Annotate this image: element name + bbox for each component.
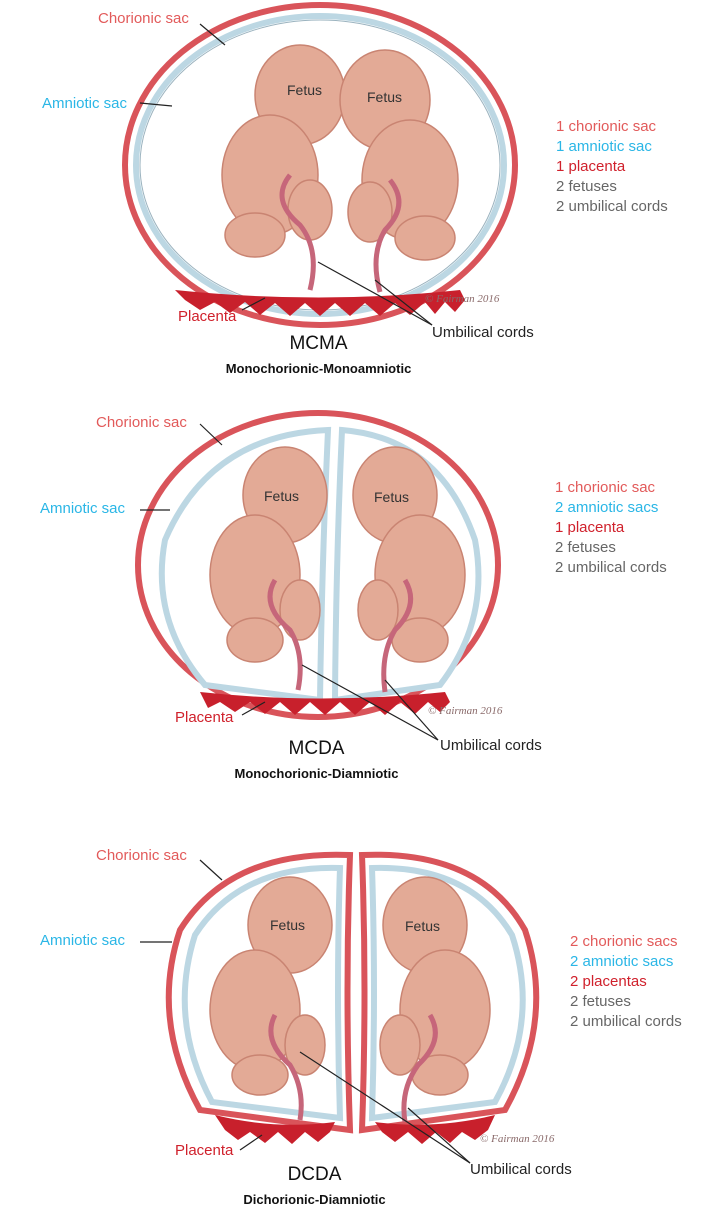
amniotic-sac-label: Amniotic sac (42, 95, 127, 112)
legend-placenta: 1 placenta (556, 157, 668, 177)
panel-dcda: Fetus Fetus © Fairman 2016 Chorionic sac… (0, 830, 713, 1226)
legend-fetuses: 2 fetuses (570, 992, 682, 1012)
type-abbreviation: MCMA (0, 333, 675, 355)
legend-placenta: 2 placentas (570, 972, 682, 992)
legend-cords: 2 umbilical cords (555, 558, 667, 578)
placenta-label: Placenta (175, 709, 233, 726)
fetus-label-right: Fetus (374, 489, 409, 505)
legend-amniotic: 2 amniotic sacs (570, 952, 682, 972)
type-full-name: Dichorionic-Diamniotic (0, 1192, 671, 1207)
artist-signature: © Fairman 2016 (428, 705, 503, 717)
chorionic-sac-label: Chorionic sac (96, 847, 187, 864)
type-full-name: Monochorionic-Diamniotic (0, 766, 673, 781)
mcda-legend: 1 chorionic sac 2 amniotic sacs 1 placen… (555, 478, 667, 578)
legend-amniotic: 2 amniotic sacs (555, 498, 667, 518)
type-full-name: Monochorionic-Monoamniotic (0, 361, 675, 376)
panel-mcda: Fetus Fetus © Fairman 2016 Chorionic sac… (0, 400, 713, 800)
chorionic-sac-label: Chorionic sac (98, 10, 189, 27)
amniotic-sac-label: Amniotic sac (40, 500, 125, 517)
placenta-label: Placenta (178, 308, 236, 325)
legend-placenta: 1 placenta (555, 518, 667, 538)
legend-chorionic: 1 chorionic sac (556, 117, 668, 137)
legend-amniotic: 1 amniotic sac (556, 137, 668, 157)
mcma-legend: 1 chorionic sac 1 amniotic sac 1 placent… (556, 117, 668, 217)
type-abbreviation: MCDA (0, 738, 673, 760)
type-abbreviation: DCDA (0, 1164, 671, 1186)
fetus-label-left: Fetus (287, 82, 322, 98)
legend-fetuses: 2 fetuses (556, 177, 668, 197)
fetus-label-left: Fetus (270, 917, 305, 933)
legend-chorionic: 1 chorionic sac (555, 478, 667, 498)
legend-fetuses: 2 fetuses (555, 538, 667, 558)
legend-chorionic: 2 chorionic sacs (570, 932, 682, 952)
fetus-label-right: Fetus (405, 918, 440, 934)
legend-cords: 2 umbilical cords (556, 197, 668, 217)
chorionic-sac-label: Chorionic sac (96, 414, 187, 431)
placenta-label: Placenta (175, 1142, 233, 1159)
amniotic-sac-label: Amniotic sac (40, 932, 125, 949)
fetus-label-left: Fetus (264, 488, 299, 504)
dcda-legend: 2 chorionic sacs 2 amniotic sacs 2 place… (570, 932, 682, 1032)
fetus-label-right: Fetus (367, 89, 402, 105)
legend-cords: 2 umbilical cords (570, 1012, 682, 1032)
artist-signature: © Fairman 2016 (480, 1133, 555, 1145)
artist-signature: © Fairman 2016 (425, 293, 500, 305)
panel-mcma: Fetus Fetus © Fairman 2016 Chorionic sac… (0, 0, 713, 400)
